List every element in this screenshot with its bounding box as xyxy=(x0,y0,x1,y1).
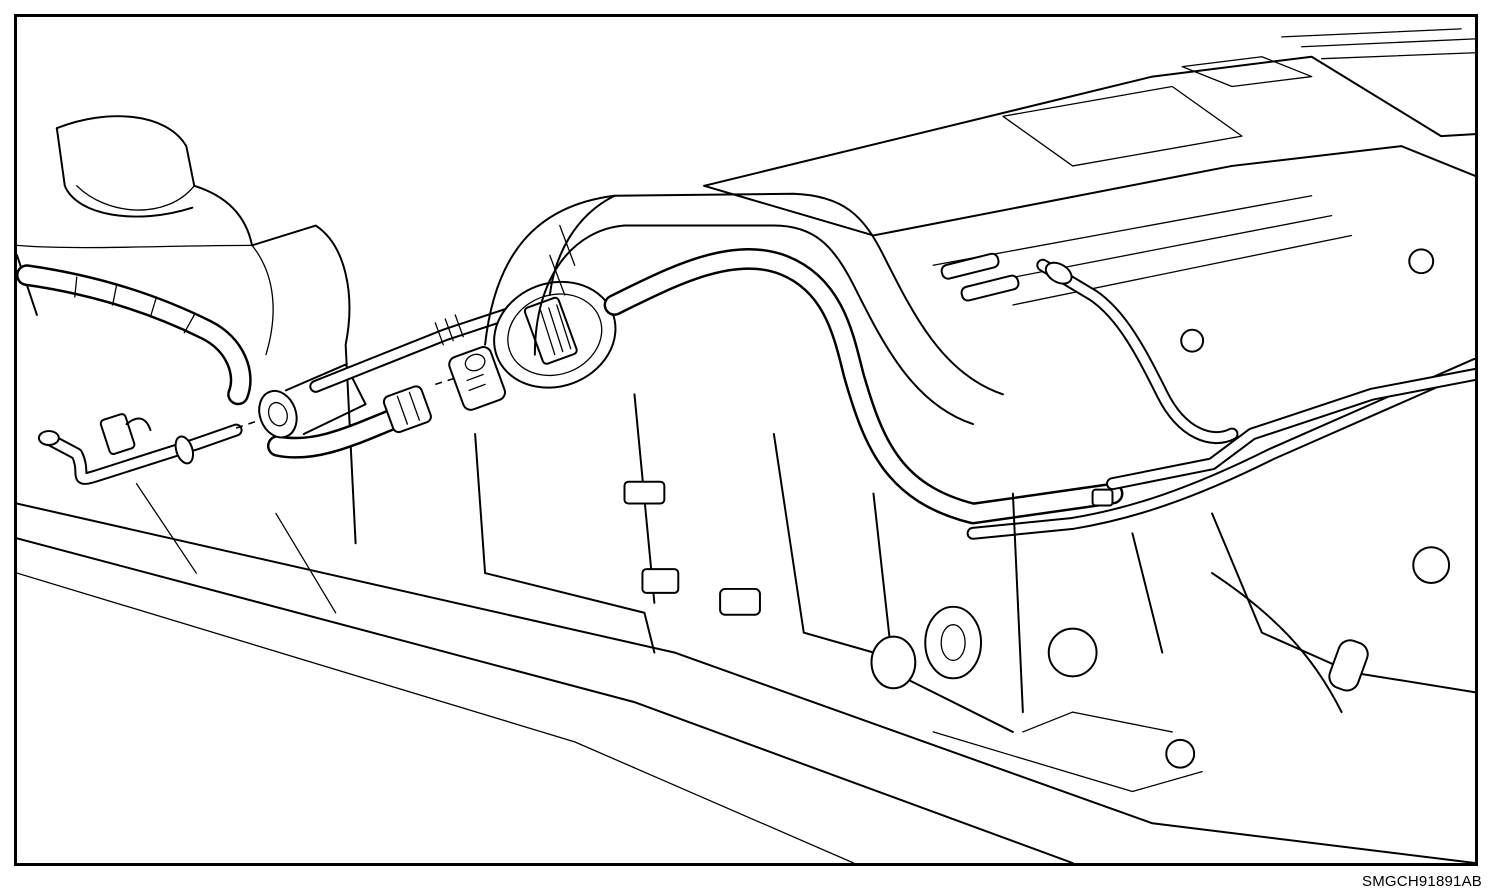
fuel-rail-hose xyxy=(603,247,1124,525)
valve-cover xyxy=(703,28,1475,353)
figure-code: SMGCH91891AB xyxy=(1362,873,1482,890)
wiring-harness-left xyxy=(17,264,252,406)
fuel-filter-body xyxy=(448,280,617,411)
fuel-return-line xyxy=(966,358,1475,540)
intake-manifold xyxy=(484,192,1004,426)
quick-connect-fitting xyxy=(258,363,432,459)
vacuum-line xyxy=(1036,258,1239,444)
fender-panel xyxy=(17,483,1475,863)
fuel-feed-pipe xyxy=(37,413,243,485)
diagram-frame xyxy=(14,14,1478,866)
engine-block xyxy=(474,393,1475,793)
engine-fuel-line-illustration xyxy=(17,28,1475,863)
